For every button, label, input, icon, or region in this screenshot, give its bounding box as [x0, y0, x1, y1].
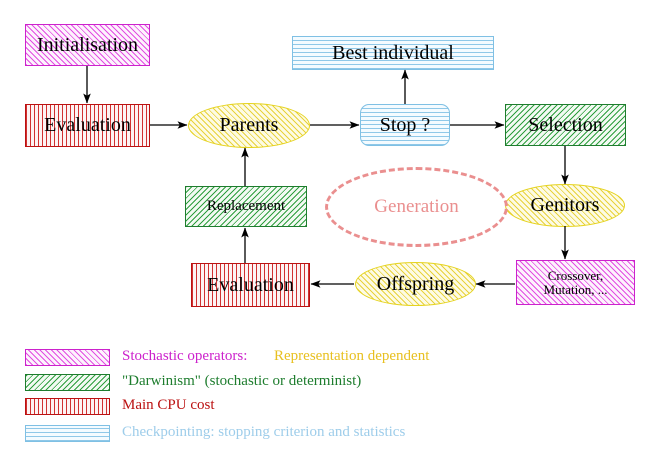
node-replacement[interactable]: Replacement [185, 186, 307, 227]
node-best-individual-label: Best individual [332, 41, 454, 64]
node-offspring[interactable]: Offspring [355, 262, 476, 306]
node-offspring-label: Offspring [376, 272, 455, 295]
legend-swatch-stochastic-operators [25, 349, 110, 366]
node-initialisation[interactable]: Initialisation [25, 24, 150, 66]
node-generation-label: Generation [374, 196, 459, 217]
legend-swatch-darwinism [25, 374, 110, 391]
node-initialisation-label: Initialisation [36, 33, 139, 56]
legend-label-main-cpu-cost: Main CPU cost [122, 397, 215, 413]
node-selection-label: Selection [528, 113, 603, 136]
node-crossover-mutation-label: Crossover, Mutation, ... [543, 267, 608, 297]
node-evaluation-top[interactable]: Evaluation [25, 104, 150, 147]
node-evaluation-top-label: Evaluation [44, 114, 131, 136]
node-evaluation-bottom-label: Evaluation [207, 273, 294, 296]
node-genitors[interactable]: Genitors [505, 184, 625, 227]
node-genitors-label: Genitors [530, 194, 600, 216]
legend-swatch-checkpointing [25, 425, 110, 442]
legend-label-checkpointing: Checkpointing: stopping criterion and st… [122, 424, 406, 440]
node-replacement-label: Replacement [206, 197, 286, 214]
legend-label-darwinism: "Darwinism" (stochastic or determinist) [122, 373, 362, 389]
node-parents[interactable]: Parents [188, 103, 310, 148]
node-parents-label: Parents [219, 114, 279, 136]
node-stop[interactable]: Stop ? [360, 104, 450, 146]
legend-swatch-main-cpu-cost [25, 398, 110, 415]
legend-label-representation-dependent: Representation dependent [274, 348, 430, 364]
node-crossover-mutation[interactable]: Crossover, Mutation, ... [516, 260, 635, 305]
node-generation-cycle: Generation [325, 167, 508, 247]
node-selection[interactable]: Selection [505, 104, 626, 146]
node-evaluation-bottom[interactable]: Evaluation [191, 263, 310, 307]
node-best-individual[interactable]: Best individual [292, 36, 494, 70]
node-stop-label: Stop ? [379, 113, 431, 136]
legend-label-stochastic-operators: Stochastic operators: [122, 348, 248, 364]
